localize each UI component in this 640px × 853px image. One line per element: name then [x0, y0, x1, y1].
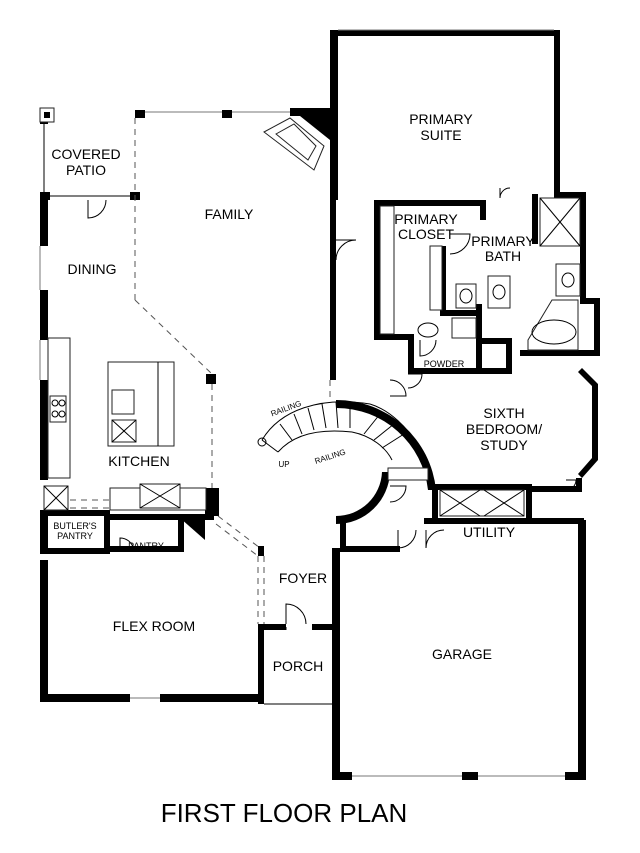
garage-label: GARAGE [432, 646, 492, 662]
family-label: FAMILY [205, 206, 254, 222]
railing-lower-label: RAILING [314, 447, 347, 465]
windows [39, 29, 565, 777]
stair-up-label: UP [278, 460, 289, 469]
flex-room-label: FLEX ROOM [113, 618, 195, 634]
dining-label: DINING [68, 261, 117, 277]
powder-label: POWDER [424, 359, 465, 369]
staircase [257, 401, 419, 461]
utility-label: UTILITY [463, 524, 516, 540]
fixtures [39, 107, 581, 517]
porch-label: PORCH [273, 658, 324, 674]
doors [87, 187, 577, 625]
kitchen-label: KITCHEN [108, 453, 169, 469]
plan-title: FIRST FLOOR PLAN [161, 798, 408, 828]
walls [40, 30, 600, 780]
pantry-label: PANTRY [128, 541, 164, 551]
foyer-label: FOYER [279, 570, 327, 586]
